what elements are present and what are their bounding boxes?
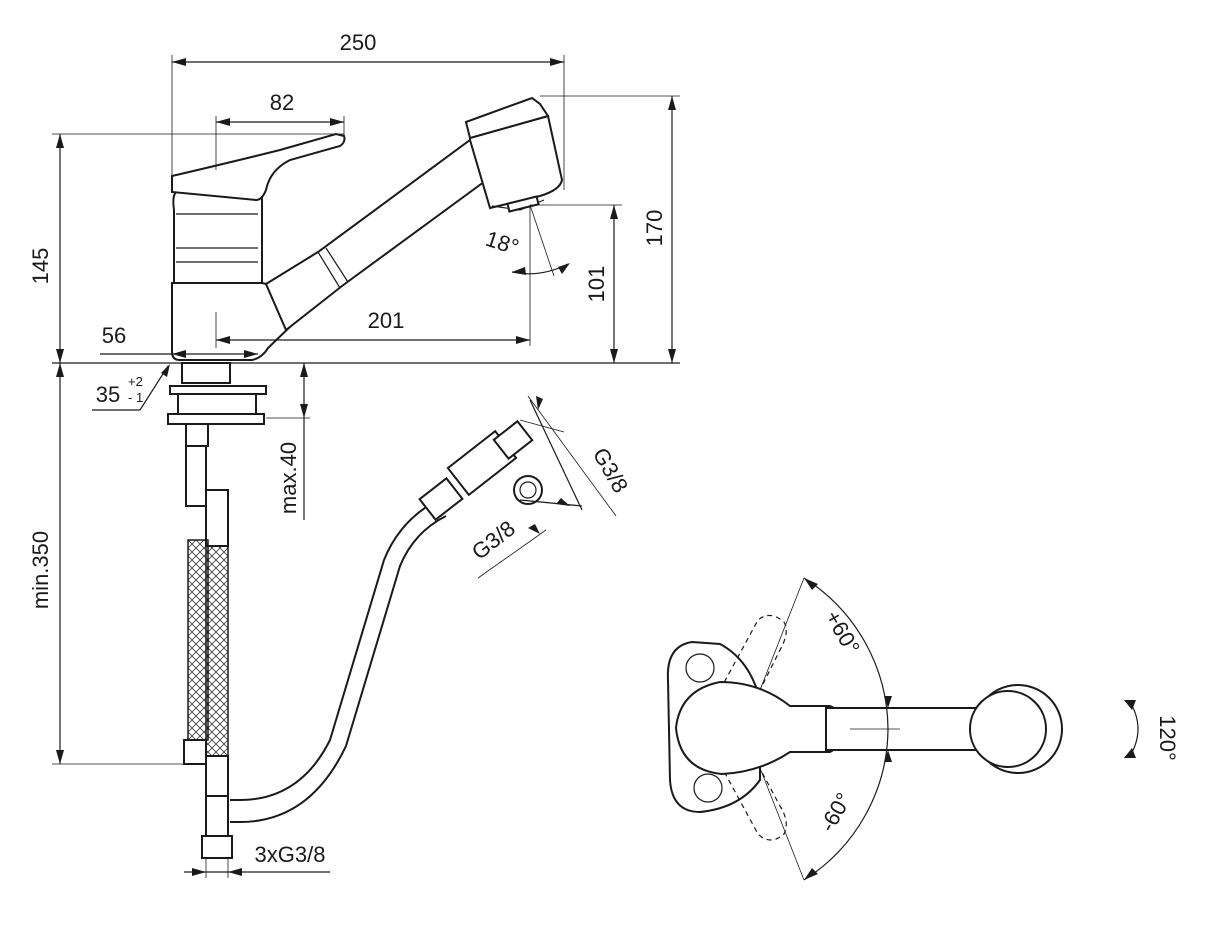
spray-head-cap — [464, 96, 550, 140]
mounting-washer — [169, 385, 267, 395]
dimension-lines — [52, 55, 680, 878]
dim-tee-thread-1: G3/8 — [588, 443, 634, 497]
dim-hole-tol-plus: +2 — [128, 374, 143, 389]
dim-max-deck: max.40 — [276, 442, 301, 514]
hose-connector — [201, 835, 233, 859]
dim-hole-tol-minus: - 1 — [128, 390, 143, 405]
dim-hole-diameter: 35 — [96, 382, 120, 407]
tee-connector — [418, 419, 543, 522]
dim-min-hose: min.350 — [28, 531, 53, 609]
dim-spray-angle: 18° — [483, 226, 522, 260]
dim-spout-reach: 201 — [368, 308, 405, 333]
dim-base-diameter: 56 — [102, 323, 126, 348]
supply-hose-hot — [205, 545, 229, 757]
dim-lever-length: 82 — [270, 90, 294, 115]
lever-top — [674, 680, 848, 776]
dim-height-body: 145 — [28, 248, 53, 285]
faucet-top-view — [666, 577, 1139, 881]
fixing-nut — [167, 413, 265, 425]
supply-hose-cold — [187, 539, 209, 741]
dim-connection-thread: 3xG3/8 — [255, 842, 326, 867]
pull-out-spout — [264, 138, 494, 332]
dim-outlet-height: 101 — [584, 266, 609, 303]
spout-top — [825, 707, 977, 751]
pull-out-hose — [230, 499, 439, 801]
dim-spout-rotation: 120° — [1155, 715, 1180, 761]
dim-height-overall: 170 — [642, 210, 667, 247]
lever-handle — [171, 132, 346, 202]
spray-head — [469, 114, 564, 210]
dim-lever-angle-minus: -60° — [815, 788, 857, 836]
dim-tee-thread-2: G3/8 — [467, 516, 520, 565]
faucet-side-view — [52, 96, 680, 859]
dim-width-total: 250 — [340, 30, 377, 55]
dim-lever-angle-plus: +60° — [820, 606, 865, 658]
supply-hose-left-top — [185, 445, 207, 507]
mounting-shank — [181, 362, 231, 384]
cartridge-housing — [172, 190, 263, 284]
